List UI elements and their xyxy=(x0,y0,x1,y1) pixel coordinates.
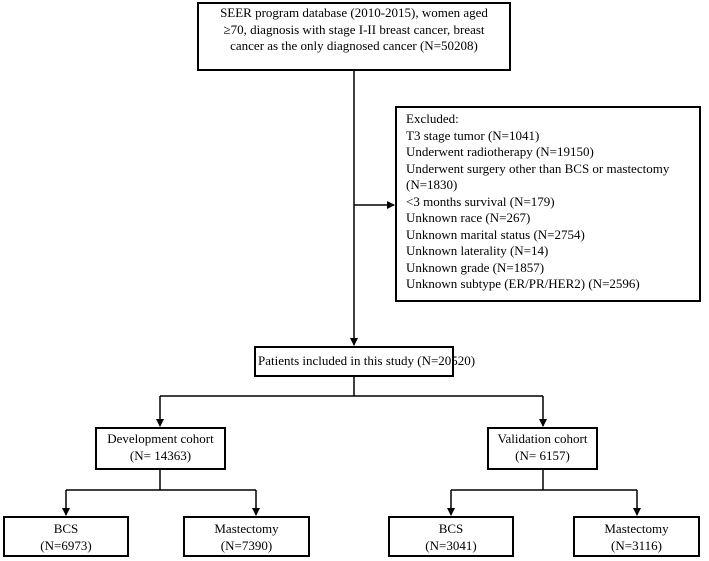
development-mastectomy-box: Mastectomy (N=7390) xyxy=(183,516,310,557)
excluded-item: Underwent surgery other than BCS or mast… xyxy=(406,160,670,176)
development-label: Development cohort xyxy=(107,431,214,446)
source-database-box: SEER program database (2010-2015), women… xyxy=(197,2,511,71)
validation-mastectomy-box: Mastectomy (N=3116) xyxy=(573,516,700,557)
excluded-item: Unknown laterality (N=14) xyxy=(406,243,549,258)
validation-bcs-box: BCS (N=3041) xyxy=(388,516,514,557)
excluded-item: Underwent radiotherapy (N=19150) xyxy=(406,144,594,159)
excluded-item: T3 stage tumor (N=1041) xyxy=(406,127,540,143)
validation-cohort-box: Validation cohort (N= 6157) xyxy=(487,427,598,470)
validation-bcs-label: BCS xyxy=(438,521,464,536)
development-mastectomy-label: Mastectomy xyxy=(214,521,279,536)
validation-mastectomy-label: Mastectomy xyxy=(604,521,669,536)
source-line-3: cancer as the only diagnosed cancer (N=5… xyxy=(230,38,478,53)
validation-label: Validation cohort xyxy=(497,431,588,446)
development-bcs-count: (N=6973) xyxy=(40,537,92,553)
excluded-item: (N=1830) xyxy=(406,177,458,192)
excluded-item: Unknown grade (N=1857) xyxy=(406,259,545,275)
excluded-item: Unknown marital status (N=2754) xyxy=(406,226,585,242)
development-count: (N= 14363) xyxy=(129,447,192,463)
validation-count: (N= 6157) xyxy=(515,447,570,463)
excluded-item: Unknown race (N=267) xyxy=(406,210,531,225)
excluded-box: Excluded: T3 stage tumor (N=1041) Underw… xyxy=(395,106,701,302)
source-line-1: SEER program database (2010-2015), women… xyxy=(220,5,488,20)
excluded-item: Unknown subtype (ER/PR/HER2) (N=2596) xyxy=(406,276,640,291)
development-cohort-box: Development cohort (N= 14363) xyxy=(95,427,226,470)
included-patients-box: Patients included in this study (N=20520… xyxy=(254,346,476,377)
source-line-2: ≥70, diagnosis with stage I-II breast ca… xyxy=(223,21,485,37)
excluded-item: <3 months survival (N=179) xyxy=(406,193,555,209)
development-bcs-box: BCS (N=6973) xyxy=(3,516,129,557)
validation-mastectomy-count: (N=3116) xyxy=(611,537,662,553)
development-mastectomy-count: (N=7390) xyxy=(220,537,273,553)
included-label: Patients included in this study (N=20520… xyxy=(258,353,476,368)
excluded-title: Excluded: xyxy=(406,111,459,126)
development-bcs-label: BCS xyxy=(53,521,79,536)
validation-bcs-count: (N=3041) xyxy=(425,537,477,553)
